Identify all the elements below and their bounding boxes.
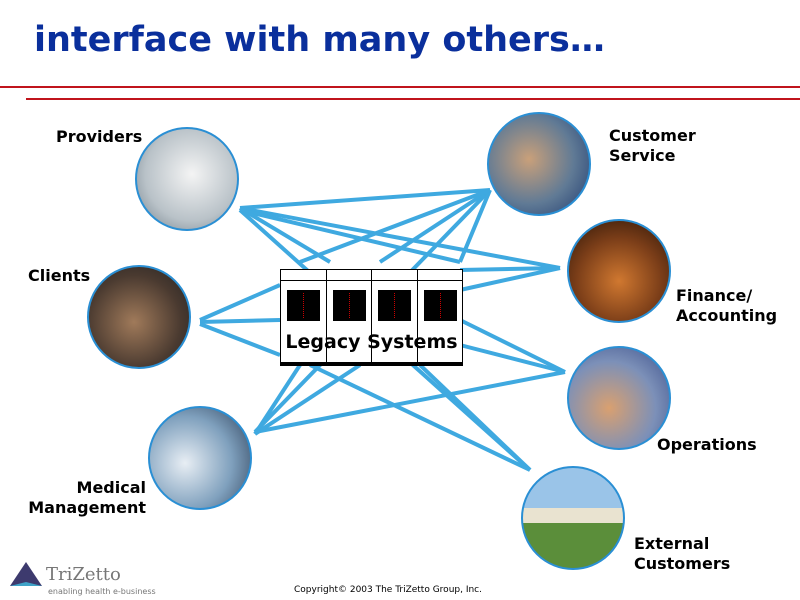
label-medical: Medical Management [28,478,146,517]
divider [26,98,800,100]
legacy-systems-label: Legacy Systems [285,331,458,353]
connection-line [199,283,281,322]
legacy-systems-server [280,269,463,363]
clients-photo [87,265,191,369]
divider [0,86,800,88]
logo-tagline: enabling health e-business [48,587,156,596]
connection-line [459,266,561,272]
label-external: External Customers [634,534,731,573]
connection-line [459,318,566,374]
connection-line [239,206,561,270]
connection-line [459,343,566,374]
page-title: interface with many others… [34,20,605,60]
label-finance: Finance/ Accounting [676,286,778,325]
connection-line [459,266,561,292]
label-customer-service: Customer Service [609,126,696,165]
connection-line [199,318,281,324]
logo-name: TriZetto [46,564,121,585]
connection-line [309,363,531,472]
connection-line [239,208,461,264]
label-clients: Clients [28,266,91,285]
trizetto-triangle-icon [10,562,42,586]
finance-photo [567,219,671,323]
label-providers: Providers [56,127,143,146]
connection-line [238,206,332,264]
connection-line [299,188,491,264]
customer-service-photo [487,112,591,216]
connection-line [254,370,566,434]
medical-photo [148,406,252,510]
server-base [280,362,463,366]
connection-line [458,189,492,263]
connection-line [239,188,491,210]
label-operations: Operations [657,435,757,454]
connection-line [378,188,492,264]
providers-photo [135,127,239,231]
external-photo [521,466,625,570]
connection-line [253,363,362,436]
connection-line [418,363,532,472]
copyright: Copyright© 2003 The TriZetto Group, Inc. [294,585,482,595]
connection-line [253,363,302,436]
operations-photo [567,346,671,450]
connection-line [199,322,281,357]
trizetto-logo: TriZetto enabling health e-business [8,560,156,596]
